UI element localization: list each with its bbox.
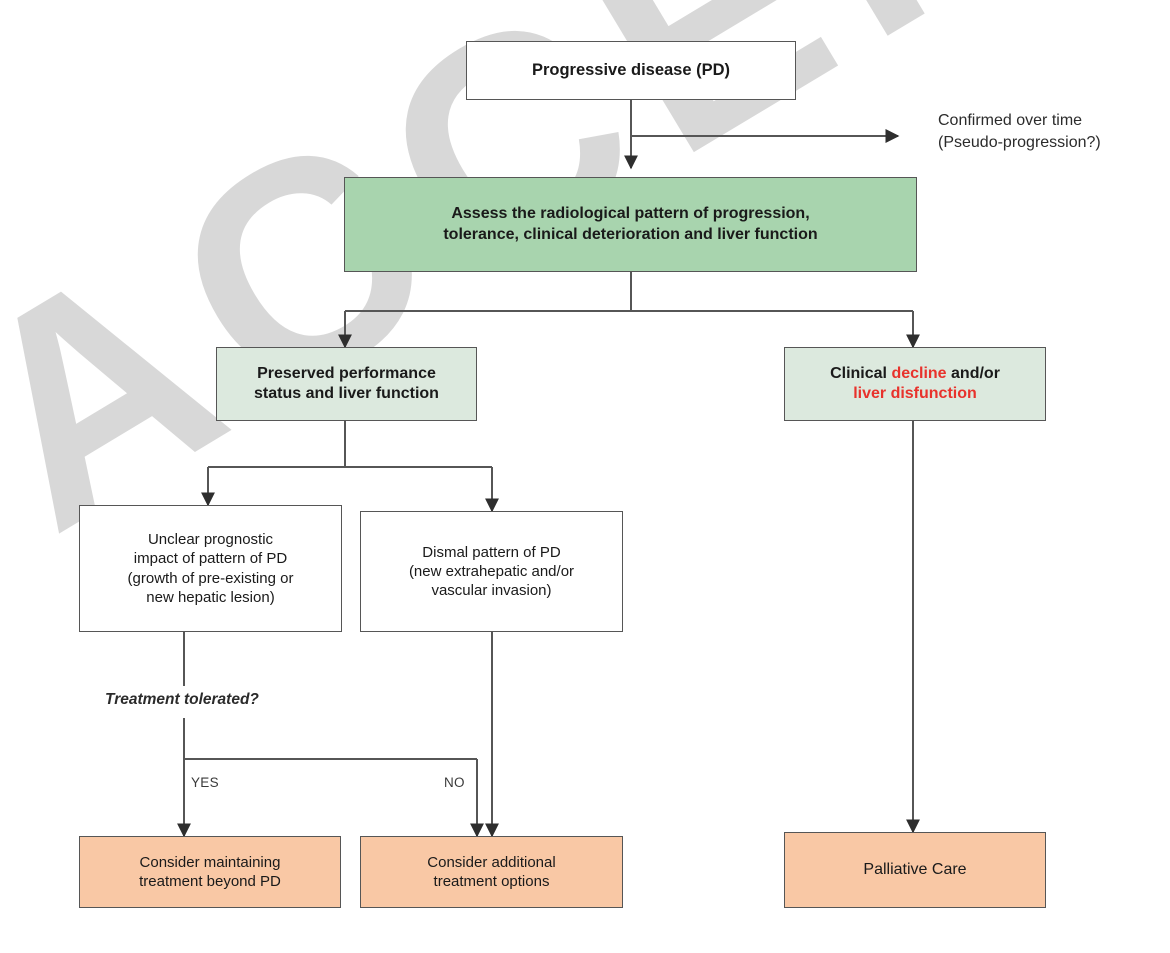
node-clinical-decline-mid: and/or	[946, 364, 1000, 382]
node-preserved-performance[interactable]: Preserved performance status and liver f…	[216, 347, 477, 421]
node-unclear-line1: Unclear prognostic	[147, 531, 274, 549]
node-unclear-line4: new hepatic lesion)	[146, 588, 275, 606]
node-preserved-strong: Preserved	[257, 364, 335, 382]
node-maintain-line2: treatment beyond PD	[139, 873, 281, 890]
node-unclear-prognostic[interactable]: Unclear prognostic impact of pattern of …	[79, 505, 342, 632]
annotation-confirmed-over-time: Confirmed over time (Pseudo-progression?…	[938, 110, 1101, 153]
node-dismal-pattern[interactable]: Dismal pattern of PD (new extrahepatic a…	[360, 511, 623, 632]
node-unclear-line2: impact of pattern of PD	[133, 550, 288, 568]
node-clinical-decline-red1: decline	[891, 364, 947, 382]
annotation-confirmed-line2: (Pseudo-progression?)	[938, 133, 1101, 151]
node-dismal-line3: vascular invasion)	[431, 582, 552, 600]
node-dismal-line1: Dismal pattern of PD	[422, 543, 561, 561]
node-additional-line1: Consider additional	[427, 853, 556, 871]
node-consider-additional[interactable]: Consider additional treatment options	[360, 836, 623, 908]
node-clinical-decline-pre: Clinical	[830, 364, 892, 382]
node-additional-line2: treatment options	[433, 873, 550, 890]
branch-label-no: NO	[444, 775, 465, 790]
annotation-treatment-tolerated: Treatment tolerated?	[105, 691, 259, 708]
node-assess-line1: Assess the radiological pattern of progr…	[451, 205, 810, 223]
node-assess[interactable]: Assess the radiological pattern of progr…	[344, 177, 917, 272]
node-assess-line2: tolerance, clinical deterioration and li…	[443, 225, 818, 243]
node-preserved-line2: status and liver function	[254, 385, 439, 402]
node-progressive-disease-label: Progressive disease (PD)	[531, 60, 731, 79]
node-progressive-disease[interactable]: Progressive disease (PD)	[466, 41, 796, 100]
node-unclear-line3: (growth of pre-existing or	[127, 569, 294, 587]
node-palliative-care[interactable]: Palliative Care	[784, 832, 1046, 908]
node-maintain-line1: Consider maintaining	[139, 853, 281, 871]
node-palliative-label: Palliative Care	[863, 860, 967, 878]
branch-label-yes: YES	[191, 775, 219, 790]
node-clinical-decline[interactable]: Clinical decline and/or liver disfunctio…	[784, 347, 1046, 421]
node-preserved-rest: performance	[334, 364, 436, 382]
node-consider-maintaining[interactable]: Consider maintaining treatment beyond PD	[79, 836, 341, 908]
annotation-confirmed-line1: Confirmed over time	[938, 112, 1083, 129]
node-clinical-decline-red2: liver disfunction	[853, 385, 977, 402]
node-dismal-line2: (new extrahepatic and/or	[408, 562, 575, 580]
